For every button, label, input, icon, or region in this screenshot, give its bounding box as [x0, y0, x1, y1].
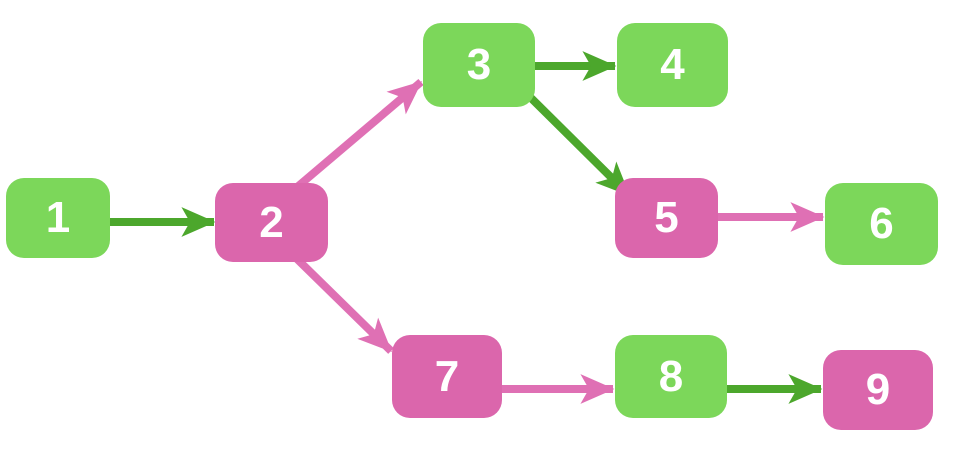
node-4: 4 [617, 23, 728, 107]
node-5: 5 [615, 178, 718, 258]
node-8-label: 8 [658, 351, 684, 401]
node-7-label: 7 [434, 351, 460, 401]
node-7: 7 [392, 335, 502, 418]
node-6: 6 [825, 183, 938, 265]
node-9: 9 [823, 350, 933, 430]
node-3: 3 [423, 23, 535, 107]
node-2: 2 [215, 183, 328, 262]
node-9-label: 9 [865, 365, 891, 414]
node-8: 8 [615, 335, 727, 418]
node-1-label: 1 [45, 193, 71, 242]
edge-2-7 [291, 253, 394, 354]
edge-2-3 [293, 78, 424, 192]
node-6-label: 6 [869, 199, 894, 248]
node-2-label: 2 [259, 197, 284, 247]
node-3-label: 3 [466, 40, 492, 89]
node-5-label: 5 [654, 193, 679, 242]
edge-3-5 [524, 91, 632, 198]
node-4-label: 4 [660, 40, 685, 89]
node-1: 1 [6, 178, 110, 258]
